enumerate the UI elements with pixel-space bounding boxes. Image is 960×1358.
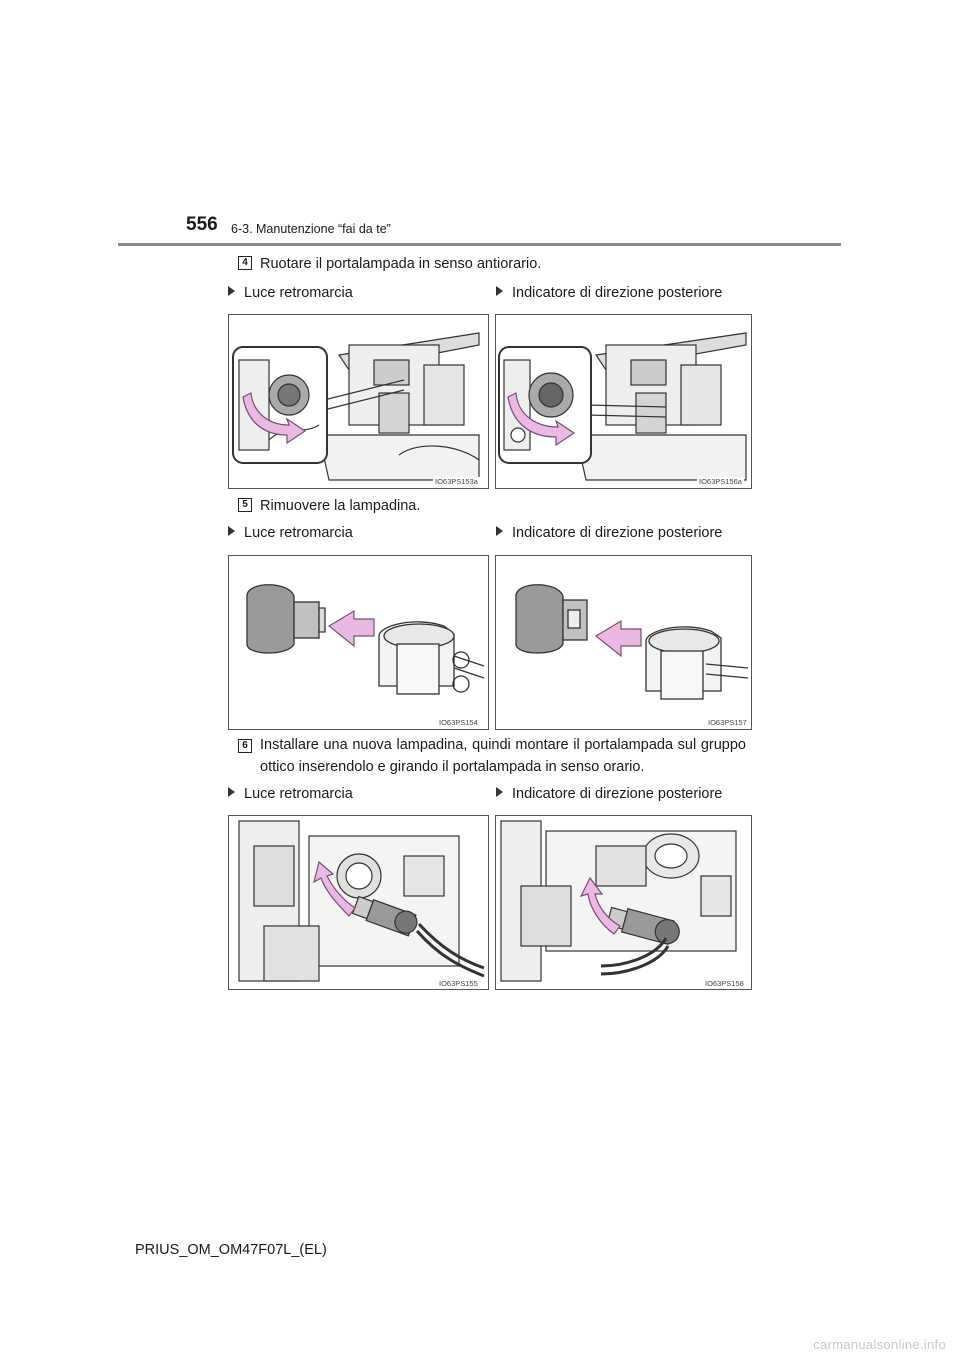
step-4-text: Ruotare il portalampada in senso antiora… (260, 256, 542, 272)
step-6-text: Installare una nuova lampadina, quindi m… (260, 737, 746, 775)
figure-code: IO63PS156a (697, 477, 744, 486)
figure-reverse-light-socket-removal (228, 314, 489, 489)
step-number-4: 4 (238, 256, 252, 270)
figure-turn-signal-socket-install (495, 815, 752, 990)
triangle-bullet-icon (228, 526, 235, 536)
caption-turn-signal-2: Indicatore di direzione posteriore (496, 525, 722, 541)
figure-code: IO63PS155 (437, 979, 480, 988)
caption-turn-signal-1: Indicatore di direzione posteriore (496, 285, 722, 301)
watermark: carmanualsonline.info (813, 1337, 946, 1352)
figure-reverse-light-bulb-removal (228, 555, 489, 730)
figure-code: IO63PS153a (433, 477, 480, 486)
figure-reverse-light-socket-install (228, 815, 489, 990)
triangle-bullet-icon (228, 787, 235, 797)
page-number: 556 (186, 214, 218, 235)
figure-code: IO63PS157 (706, 718, 749, 727)
figure-turn-signal-bulb-removal (495, 555, 752, 730)
figure-code: IO63PS154 (437, 718, 480, 727)
triangle-bullet-icon (496, 526, 503, 536)
step-number-6: 6 (238, 739, 252, 753)
caption-reverse-light-1: Luce retromarcia (228, 285, 353, 301)
triangle-bullet-icon (496, 286, 503, 296)
caption-reverse-light-3: Luce retromarcia (228, 786, 353, 802)
triangle-bullet-icon (496, 787, 503, 797)
caption-turn-signal-3: Indicatore di direzione posteriore (496, 786, 722, 802)
triangle-bullet-icon (228, 286, 235, 296)
document-code: PRIUS_OM_OM47F07L_(EL) (135, 1242, 327, 1258)
section-title: 6-3. Manutenzione “fai da te” (231, 222, 391, 236)
caption-reverse-light-2: Luce retromarcia (228, 525, 353, 541)
figure-code: IO63PS158 (703, 979, 746, 988)
step-5-text: Rimuovere la lampadina. (260, 498, 421, 514)
step-number-5: 5 (238, 498, 252, 512)
figure-turn-signal-socket-removal (495, 314, 752, 489)
header-rule (118, 243, 841, 246)
